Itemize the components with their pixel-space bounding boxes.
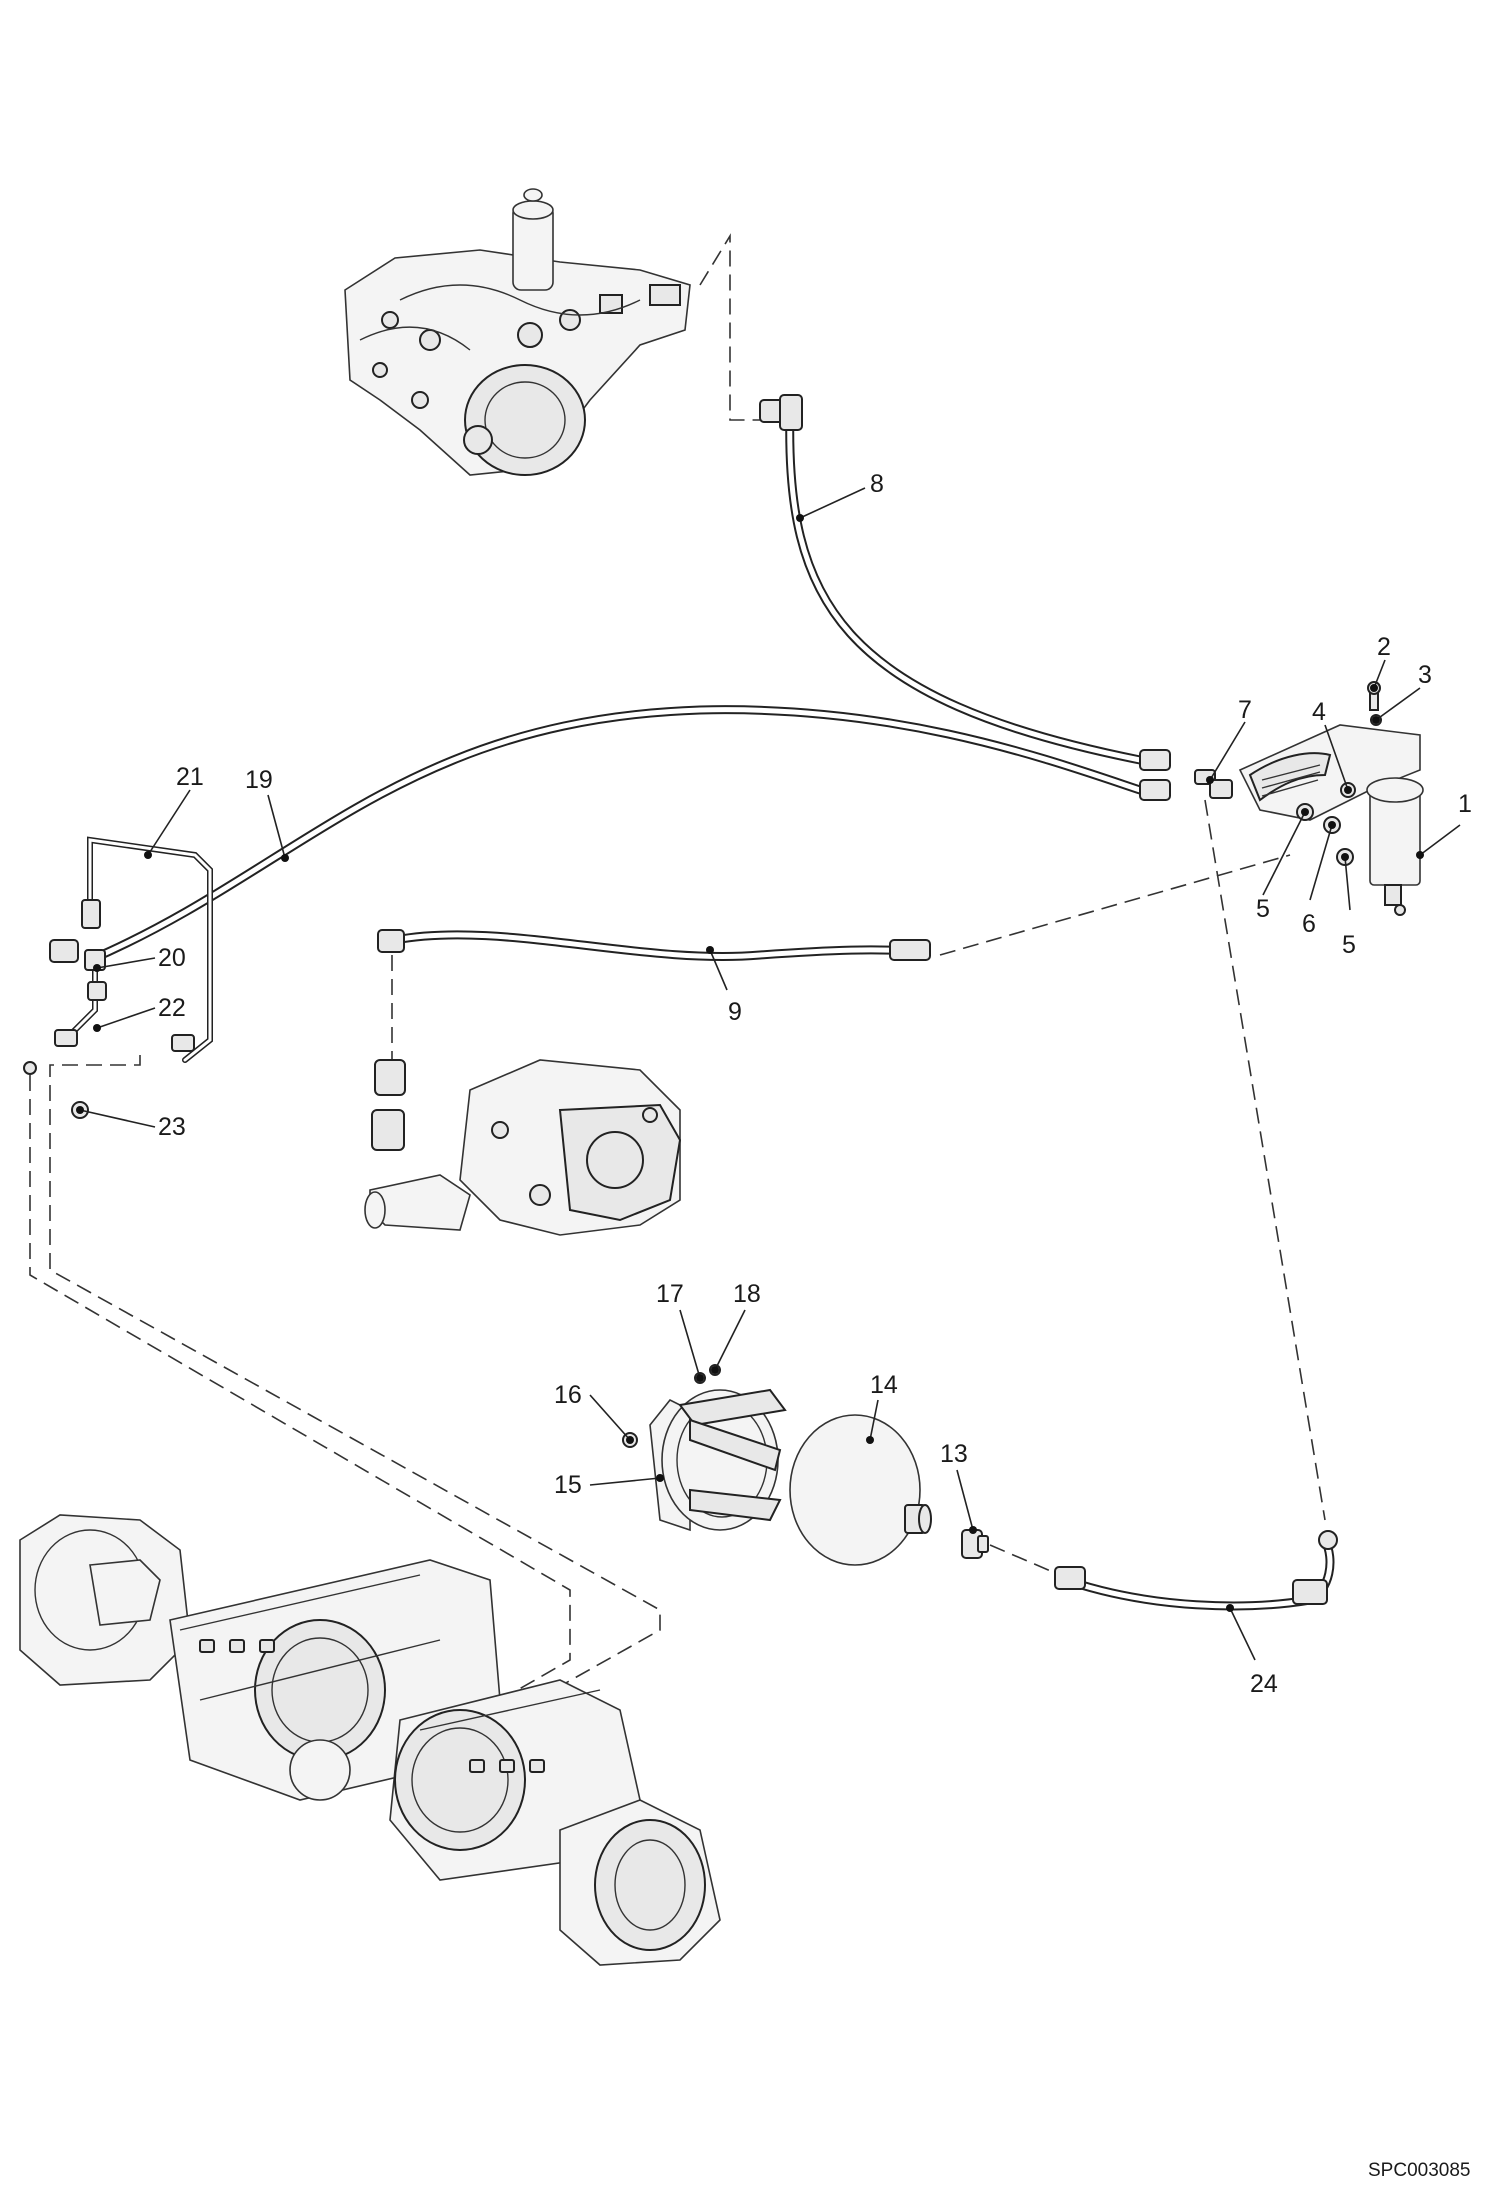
callout-9: 9	[728, 998, 742, 1026]
hydraulic-pump-assembly	[344, 188, 691, 476]
callout-17: 17	[656, 1280, 684, 1308]
hose-19	[85, 705, 1171, 965]
connection-path-valve-to-hose9	[939, 854, 1291, 956]
callout-5a: 5	[1256, 895, 1270, 923]
callout-6: 6	[1302, 910, 1316, 938]
connection-path-lines-to-axle-a	[29, 1075, 571, 1701]
gear-pump-assembly	[364, 1059, 682, 1236]
connection-path-lines-to-axle-b	[49, 1055, 661, 1721]
hose-24	[1054, 1530, 1338, 1611]
connection-path-pump-to-hose8	[699, 233, 760, 421]
callout-labels: 1 2 3 4 5 6 5 7 8 9 13 14 15 16 17 18 19…	[158, 470, 1472, 1698]
accumulator-clamp-bracket	[622, 1364, 787, 1532]
callout-15: 15	[554, 1471, 582, 1499]
callout-16: 16	[554, 1381, 582, 1409]
callout-8: 8	[870, 470, 884, 498]
callout-2: 2	[1377, 633, 1391, 661]
fitting-13	[961, 1529, 989, 1559]
connection-path-fitting13-to-hose24	[989, 1544, 1061, 1576]
callout-13: 13	[940, 1440, 968, 1468]
callout-14: 14	[870, 1371, 898, 1399]
drive-axle-assembly	[19, 1514, 721, 1966]
callout-24: 24	[1250, 1670, 1278, 1698]
callout-5b: 5	[1342, 931, 1356, 959]
hose-9	[377, 929, 931, 961]
accumulator-sphere	[789, 1414, 932, 1566]
callout-3: 3	[1418, 661, 1432, 689]
callout-20: 20	[158, 944, 186, 972]
leader-lines	[76, 487, 1461, 1661]
connection-path-valve-to-hose24	[1204, 799, 1326, 1521]
callout-4: 4	[1312, 698, 1326, 726]
callout-22: 22	[158, 994, 186, 1022]
callout-18: 18	[733, 1280, 761, 1308]
callout-23: 23	[158, 1113, 186, 1141]
tee-fitting-and-lines	[23, 836, 213, 1119]
brake-valve-assembly	[1194, 681, 1424, 916]
callout-21: 21	[176, 763, 204, 791]
drawing-code: SPC003085	[1368, 2160, 1470, 2181]
callout-19: 19	[245, 766, 273, 794]
hose-8	[759, 394, 1145, 765]
callout-7: 7	[1238, 696, 1252, 724]
callout-1: 1	[1458, 790, 1472, 818]
